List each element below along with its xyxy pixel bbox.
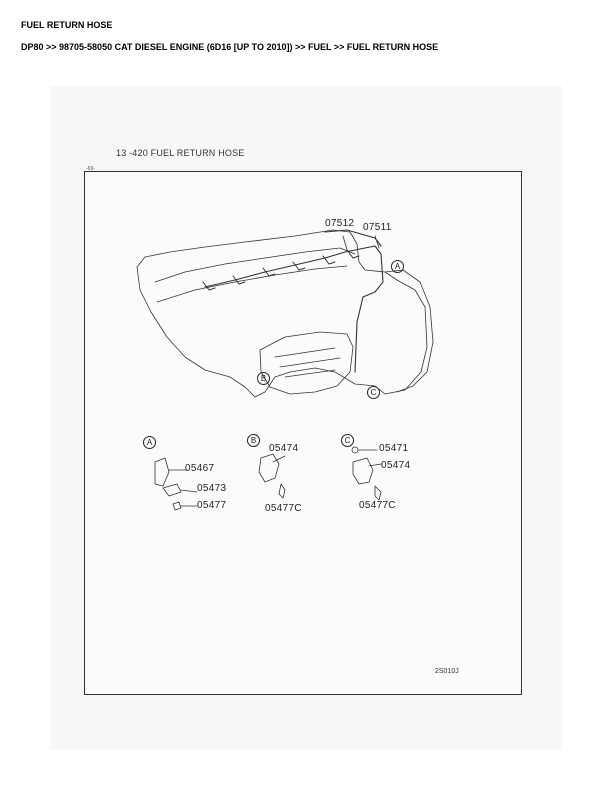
head-cover [154,247,356,283]
page-mark: -69- [86,166,95,172]
marker-c-engine: C [367,386,380,399]
marker-b-engine: B [257,372,270,385]
leader-07511 [374,235,380,249]
callout-05467: 05467 [185,463,215,474]
callout-07511: 07511 [363,222,392,233]
leader-07512 [342,235,348,251]
head-cover-lower [156,265,348,303]
callout-05474-c: 05474 [381,460,411,471]
flywheel-housing [384,269,434,393]
callout-05477c-b: 05477C [265,503,302,514]
drawing-code: 2S010J [435,668,459,675]
breadcrumb: DP80 >> 98705-58050 CAT DIESEL ENGINE (6… [21,42,439,52]
figure-header: 13 -420 FUEL RETURN HOSE [116,148,245,158]
callout-07512: 07512 [325,218,355,229]
marker-a-engine: A [391,260,404,273]
detail-b-marker: B [247,434,260,447]
fuel-return-pipe-2 [324,229,382,247]
detail-c-marker: C [341,434,354,447]
callout-05471: 05471 [379,443,409,454]
fuel-return-pipe [204,245,384,373]
engine-outline [136,229,428,398]
engine-parts-drawing [136,229,434,511]
pump-detail [274,347,341,378]
page-title: FUEL RETURN HOSE [21,20,113,30]
detail-b-parts [258,453,286,499]
callout-05477: 05477 [197,500,227,511]
injector-nozzles [202,249,360,291]
detail-a-marker: A [143,436,156,449]
detail-c-parts [351,446,382,501]
callout-05473: 05473 [197,483,227,494]
detail-a-parts [154,457,198,511]
callout-05477c-c: 05477C [359,500,396,511]
injection-pump [259,331,354,395]
parts-diagram-frame: 07512 07511 A B C A 05467 05473 05477 B … [84,171,522,695]
callout-05474-b: 05474 [269,443,299,454]
